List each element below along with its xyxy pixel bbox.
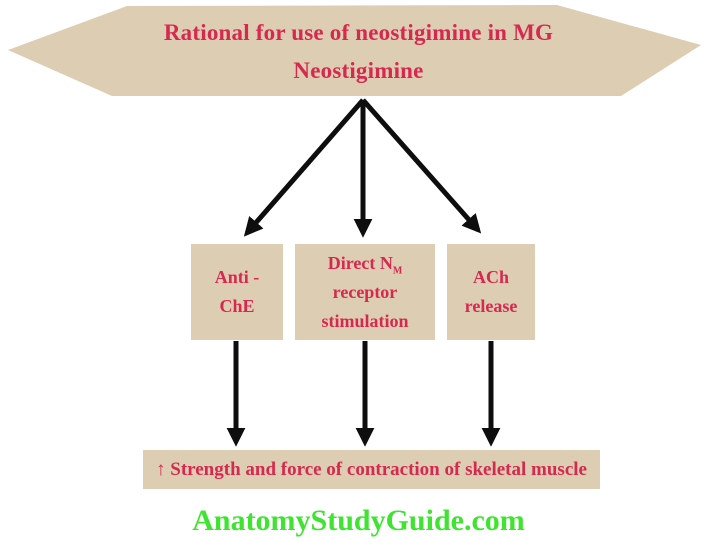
node-direct-nm-line1-main: Direct N [327,252,393,273]
watermark-text: AnatomyStudyGuide.com [192,504,525,537]
hexagon-banner [8,5,701,96]
node-anti-che: Anti - ChE [191,244,283,340]
node-direct-nm-line1: Direct NM [328,249,403,278]
hexagon-title: Rational for use of neostigimine in MG [163,20,554,45]
node-anti-che-line1: Anti - [214,267,260,287]
node-anti-che-line2: ChE [219,296,255,316]
node-ach-release: ACh release [447,244,535,340]
node-direct-nm-subscript: M [392,265,403,277]
hexagon-subtitle: Neostigimine [293,58,424,83]
node-direct-nm: Direct NM receptor stimulation [295,244,435,340]
arrow-hexagon-to-ach-release [361,98,482,234]
node-ach-release-line2: release [464,296,518,316]
node-ach-release-line1: ACh [472,267,509,287]
node-direct-nm-line3: stimulation [321,310,409,331]
node-direct-nm-line2: receptor [332,281,398,302]
result-bar: ↑ Strength and force of contraction of s… [143,450,600,489]
arrow-hexagon-to-anti-che [243,98,365,237]
